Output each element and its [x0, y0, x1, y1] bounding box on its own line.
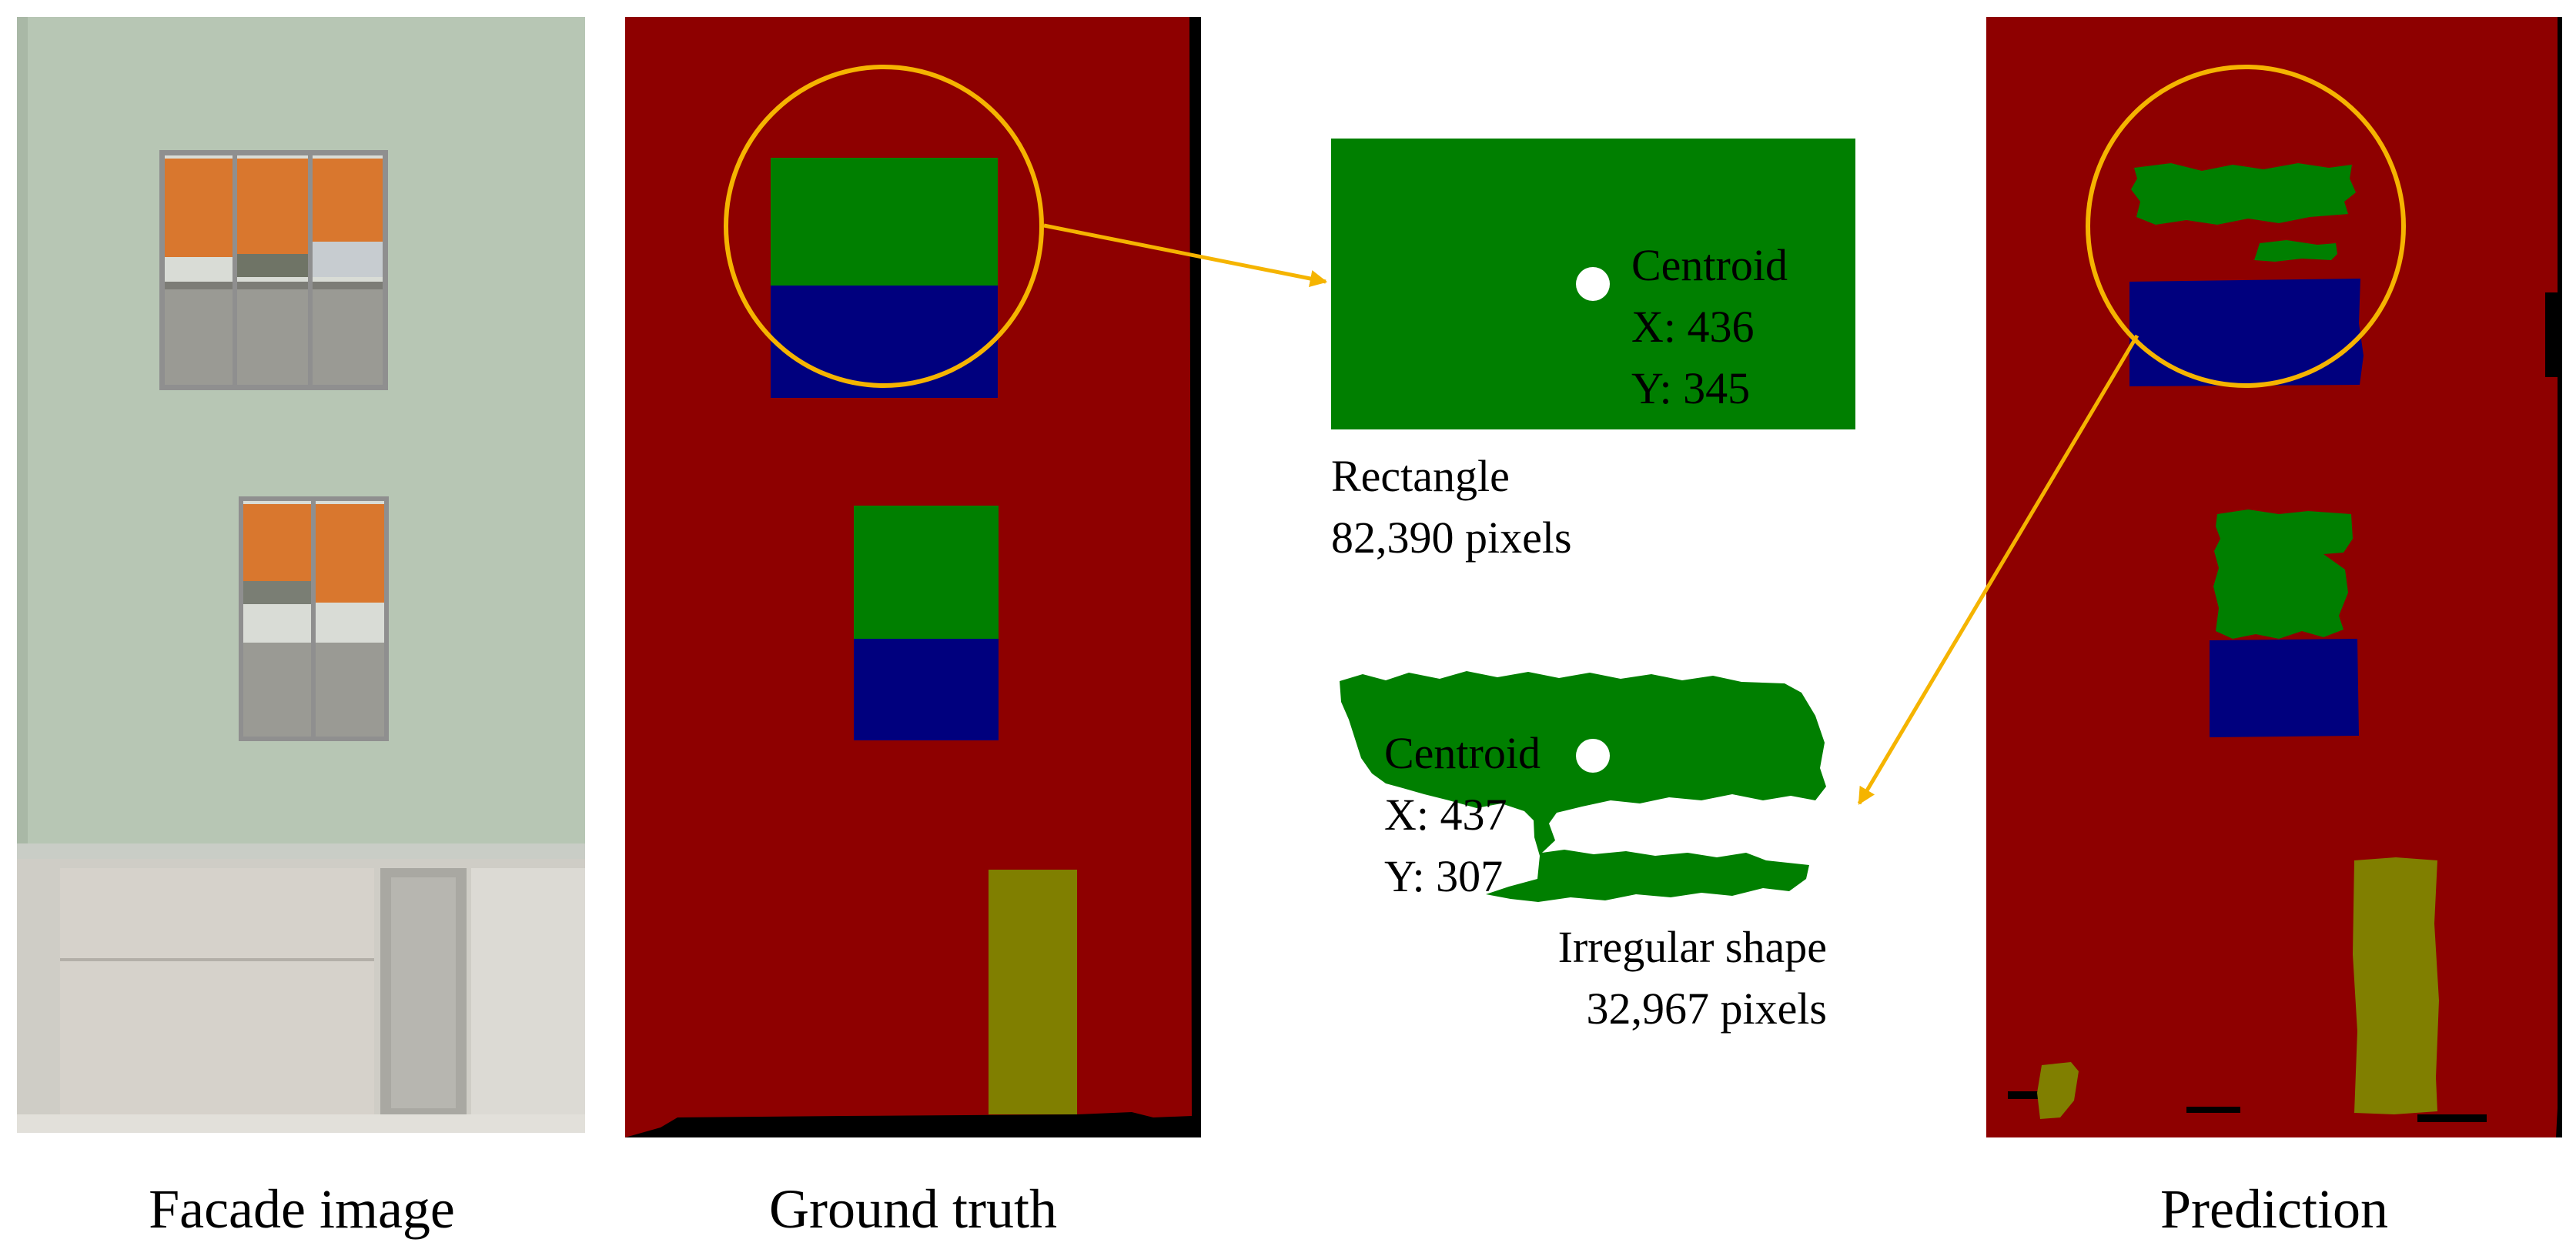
irregular-shape	[1340, 671, 1826, 902]
arrow-prediction-to-irregular	[1857, 334, 2139, 805]
rectangle-illustration: Centroid X: 436 Y: 345 Rectangle 82,390 …	[1331, 139, 1855, 563]
facade-upper-blind-mid	[237, 159, 308, 254]
pred-upper-window	[2131, 163, 2356, 225]
irregular-centroid-dot	[1576, 739, 1610, 773]
facade-image-panel	[17, 17, 585, 1133]
pred-upper-blind	[2129, 279, 2364, 386]
ground-truth-panel	[625, 17, 1201, 1137]
gt-upper-window	[771, 158, 998, 286]
rectangle-pixel-count: 82,390 pixels	[1331, 513, 1572, 563]
pred-highlight-circle	[2086, 65, 2406, 388]
gt-highlight-circle	[724, 65, 1044, 388]
irregular-centroid-x: X: 437	[1384, 790, 1507, 840]
facade-upper-window	[159, 150, 388, 390]
rectangle-centroid-dot	[1576, 267, 1610, 301]
facade-garage-door	[60, 868, 374, 1114]
pred-middle-window	[2213, 509, 2353, 639]
pred-bottom-speck-2	[2186, 1107, 2240, 1113]
facade-middle-blind-left	[243, 504, 311, 581]
gt-middle-window	[854, 506, 999, 639]
facade-upper-blind-left	[165, 159, 233, 257]
irregular-centroid-y: Y: 307	[1384, 851, 1503, 901]
pred-bottom-speck-1	[2008, 1091, 2054, 1099]
rectangle-centroid-y: Y: 345	[1631, 363, 1750, 413]
rectangle-centroid-label: Centroid	[1631, 240, 1788, 290]
pred-door-blob	[2037, 1062, 2079, 1119]
pred-bottom-speck-3	[2417, 1114, 2487, 1122]
irregular-illustration: Centroid X: 437 Y: 307 Irregular shape 3…	[1340, 671, 1827, 1034]
facade-pavement	[17, 1114, 585, 1133]
facade-ledge	[17, 843, 585, 859]
pred-upper-window-fragment	[2254, 240, 2337, 262]
gt-upper-blind	[771, 286, 998, 398]
facade-upper-blind-right	[313, 159, 383, 242]
caption-facade-image: Facade image	[149, 1178, 455, 1240]
pred-notch	[2545, 292, 2561, 377]
prediction-panel	[1986, 17, 2562, 1137]
gt-door	[989, 870, 1077, 1114]
irregular-shape-name: Irregular shape	[1558, 922, 1827, 972]
facade-middle-window	[239, 496, 389, 741]
pred-middle-blind	[2210, 639, 2359, 737]
arrow-gt-to-rectangle	[1043, 223, 1328, 288]
facade-ground-floor	[17, 859, 585, 1133]
gt-middle-blind	[854, 639, 999, 740]
caption-prediction: Prediction	[2160, 1178, 2388, 1240]
facade-upper-grille	[165, 282, 383, 385]
rectangle-centroid-x: X: 436	[1631, 302, 1755, 352]
caption-ground-truth: Ground truth	[769, 1178, 1057, 1240]
rectangle-shape-name: Rectangle	[1331, 451, 1510, 501]
irregular-centroid-label: Centroid	[1384, 728, 1541, 778]
facade-wall-shadow	[17, 17, 28, 857]
pred-door	[2353, 857, 2439, 1114]
irregular-pixel-count: 32,967 pixels	[1586, 984, 1827, 1034]
facade-middle-blind-right	[316, 504, 384, 603]
